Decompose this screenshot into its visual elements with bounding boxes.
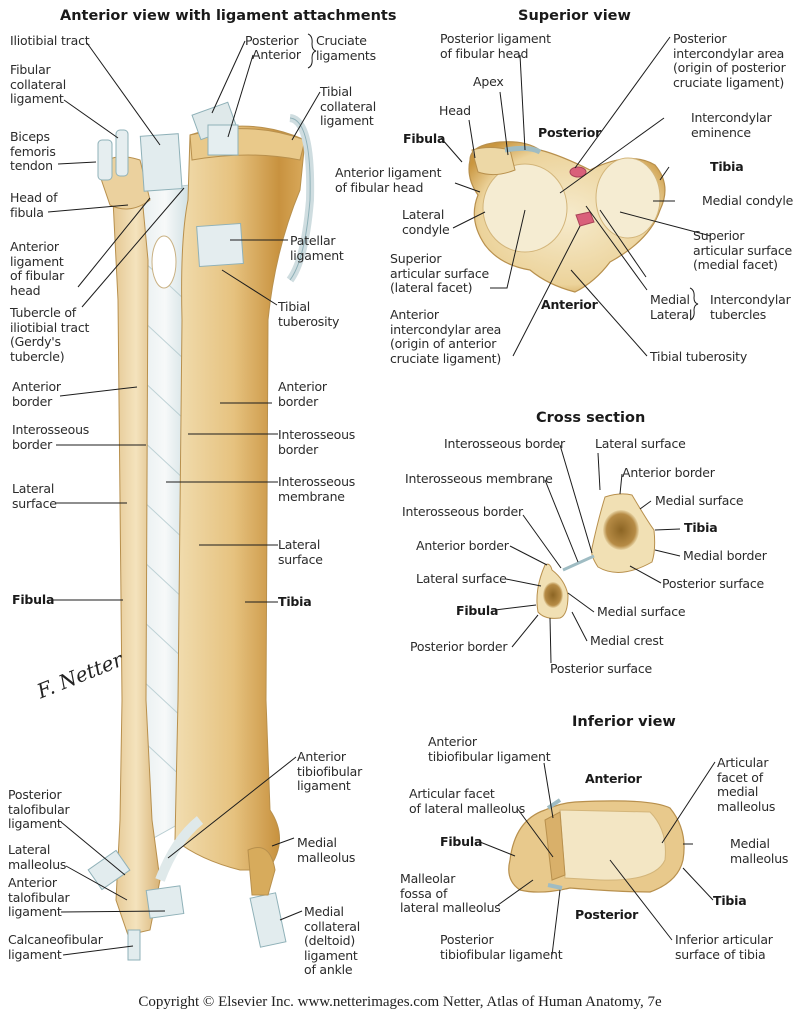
label-medial-condyle: Medial condyle bbox=[702, 193, 794, 208]
label-cs-fibula-medial-surface: Medial surface bbox=[597, 604, 686, 619]
label-superior-tibial-tuberosity: Tibial tuberosity bbox=[650, 349, 748, 364]
label-superior-tibia: Tibia bbox=[710, 159, 744, 174]
label-anterior-intercondylar-area: Anterior intercondylar area (origin of a… bbox=[390, 307, 502, 366]
label-interosseous-membrane: Interosseous membrane bbox=[278, 474, 356, 504]
label-inf-tibia: Tibia bbox=[713, 893, 747, 908]
label-inf-fibula: Fibula bbox=[440, 834, 483, 849]
label-tibial-tuberosity: Tibial tuberosity bbox=[278, 299, 340, 329]
label-fibular-collateral-ligament: Fibular collateral ligament bbox=[10, 62, 66, 106]
label-anterior-tibiofibular-ligament: Anterior tibiofibular ligament bbox=[297, 749, 363, 793]
cross-section-art bbox=[536, 493, 656, 619]
label-cs-fibula-posterior-surface: Posterior surface bbox=[550, 661, 653, 676]
label-superior-posterior: Posterior bbox=[538, 125, 602, 140]
label-tibia-anterior-border: Anterior border bbox=[278, 379, 327, 409]
label-cs-medial-crest: Medial crest bbox=[590, 633, 664, 648]
cross-section-title: Cross section bbox=[536, 410, 646, 426]
label-iliotibial-tract: Iliotibial tract bbox=[10, 33, 90, 48]
label-cs-fibula-interosseous-border: Interosseous border bbox=[402, 504, 523, 519]
label-anterior-ligament-fibular-head: Anterior ligament of fibular head bbox=[10, 239, 65, 298]
anterior-view-title: Anterior view with ligament attachments bbox=[60, 8, 397, 24]
label-malleolar-fossa: Malleolar fossa of lateral malleolus bbox=[400, 871, 501, 915]
label-medial-collateral-deltoid-ligament: Medial collateral (deltoid) ligament of … bbox=[304, 904, 360, 977]
label-cs-tibia-anterior-border: Anterior border bbox=[622, 465, 715, 480]
tubercles-brace bbox=[689, 287, 699, 321]
cruciate-brace bbox=[307, 33, 317, 69]
label-inf-anterior-tibiofibular-ligament: Anterior tibiofibular ligament bbox=[428, 734, 551, 764]
label-superior-anterior: Anterior bbox=[541, 297, 598, 312]
label-cs-fibula-lateral-surface: Lateral surface bbox=[416, 571, 507, 586]
inferior-view-art bbox=[508, 798, 685, 893]
label-posterior-tibiofibular-ligament: Posterior tibiofibular ligament bbox=[440, 932, 563, 962]
label-cs-tibia-posterior-surface: Posterior surface bbox=[662, 576, 765, 591]
label-cs-tibia: Tibia bbox=[684, 520, 718, 535]
label-posterior-ligament-fibular-head: Posterior ligament of fibular head bbox=[440, 31, 551, 61]
label-tibial-collateral-ligament: Tibial collateral ligament bbox=[320, 84, 376, 128]
label-superior-articular-lateral-facet: Superior articular surface (lateral face… bbox=[390, 251, 490, 295]
label-cs-tibia-interosseous-border: Interosseous border bbox=[444, 436, 565, 451]
label-fibula-anterior-border: Anterior border bbox=[12, 379, 61, 409]
label-cruciate-anterior: Anterior bbox=[252, 47, 301, 62]
label-biceps-femoris-tendon: Biceps femoris tendon bbox=[10, 129, 56, 173]
copyright-notice: Copyright © Elsevier Inc. www.netterimag… bbox=[138, 994, 662, 1010]
superior-view-art bbox=[468, 141, 666, 293]
label-fibula-lateral-surface: Lateral surface bbox=[12, 481, 57, 511]
label-tibia: Tibia bbox=[278, 594, 312, 609]
anterior-view-art bbox=[87, 101, 315, 961]
label-tibia-lateral-surface: Lateral surface bbox=[278, 537, 323, 567]
label-tibia-interosseous-border: Interosseous border bbox=[278, 427, 356, 457]
label-cs-tibia-lateral-surface: Lateral surface bbox=[595, 436, 686, 451]
label-inf-anterior: Anterior bbox=[585, 771, 642, 786]
label-cruciate-ligaments: Cruciate ligaments bbox=[316, 33, 376, 63]
label-head-of-fibula: Head of fibula bbox=[10, 190, 58, 220]
label-superior-fibula: Fibula bbox=[403, 131, 446, 146]
leader-lines bbox=[47, 36, 716, 956]
label-cs-fibula-anterior-border: Anterior border bbox=[416, 538, 509, 553]
label-inf-posterior: Posterior bbox=[575, 907, 639, 922]
label-cs-tibia-medial-border: Medial border bbox=[683, 548, 767, 563]
label-cs-fibula-posterior-border: Posterior border bbox=[410, 639, 508, 654]
fibula-bone-shape bbox=[111, 174, 161, 936]
label-apex: Apex bbox=[473, 74, 504, 89]
label-fibula-interosseous-border: Interosseous border bbox=[12, 422, 90, 452]
label-lateral-condyle: Lateral condyle bbox=[402, 207, 450, 237]
label-cruciate-posterior: Posterior bbox=[245, 33, 299, 48]
label-lateral-tubercle: Lateral bbox=[650, 307, 693, 322]
label-gerdys-tubercle: Tubercle of iliotibial tract (Gerdy's tu… bbox=[10, 305, 90, 364]
label-patellar-ligament: Patellar ligament bbox=[290, 233, 344, 263]
inferior-view-title: Inferior view bbox=[572, 714, 676, 730]
label-cs-fibula: Fibula bbox=[456, 603, 499, 618]
label-calcaneofibular-ligament: Calcaneofibular ligament bbox=[8, 932, 103, 962]
label-posterior-intercondylar-area: Posterior intercondylar area (origin of … bbox=[673, 31, 786, 90]
label-anterior-ligament-fibular-head: Anterior ligament of fibular head bbox=[335, 165, 442, 195]
superior-view-title: Superior view bbox=[518, 8, 631, 24]
label-cs-interosseous-membrane: Interosseous membrane bbox=[405, 471, 553, 486]
label-cs-tibia-medial-surface: Medial surface bbox=[655, 493, 744, 508]
label-medial-tubercle: Medial bbox=[650, 292, 690, 307]
artist-signature: F. Netter bbox=[33, 647, 128, 704]
label-anterior-talofibular-ligament: Anterior talofibular ligament bbox=[8, 875, 70, 919]
label-posterior-talofibular-ligament: Posterior talofibular ligament bbox=[8, 787, 70, 831]
label-articular-facet-medial-malleolus: Articular facet of medial malleolus bbox=[717, 755, 776, 814]
label-inferior-articular-surface: Inferior articular surface of tibia bbox=[675, 932, 773, 962]
label-head: Head bbox=[439, 103, 471, 118]
label-superior-articular-medial-facet: Superior articular surface (medial facet… bbox=[693, 228, 793, 272]
label-intercondylar-eminence: Intercondylar eminence bbox=[691, 110, 772, 140]
label-medial-malleolus: Medial malleolus bbox=[297, 835, 356, 865]
label-lateral-malleolus: Lateral malleolus bbox=[8, 842, 67, 872]
label-intercondylar-tubercles: Intercondylar tubercles bbox=[710, 292, 791, 322]
label-articular-facet-lateral-malleolus: Articular facet of lateral malleolus bbox=[409, 786, 526, 816]
label-fibula: Fibula bbox=[12, 592, 55, 607]
label-inf-medial-malleolus: Medial malleolus bbox=[730, 836, 789, 866]
